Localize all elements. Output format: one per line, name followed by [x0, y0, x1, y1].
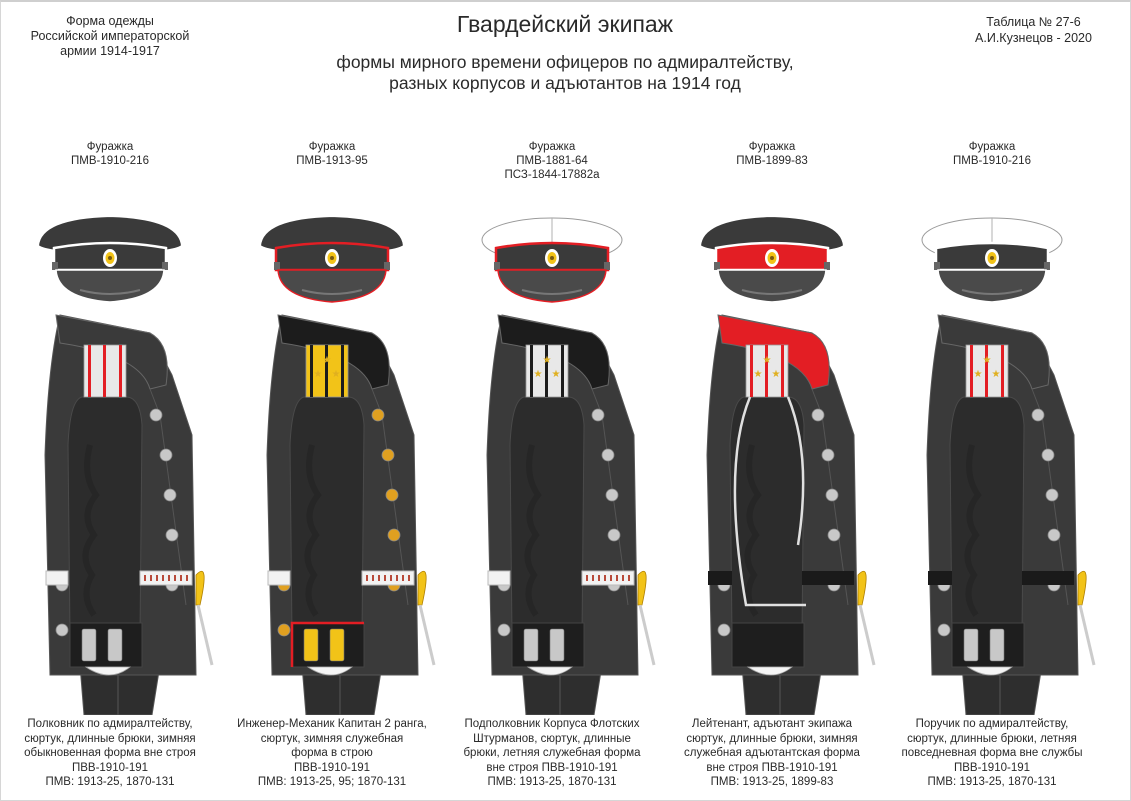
peaked-cap-illustration [698, 214, 846, 303]
caption-line: Подполковник Корпуса Флотских [464, 718, 640, 730]
series-line-2: Российской императорской [30, 29, 190, 43]
cap-label-line: ПМВ-1913-95 [296, 155, 368, 167]
page-title: Гвардейский экипаж [456, 11, 674, 37]
caption-line: брюки, летняя служебная форма [463, 747, 641, 759]
author-credit: А.И.Кузнецов - 2020 [975, 31, 1092, 45]
caption-line: Лейтенант, адъютант экипажа [691, 718, 853, 730]
cap-label: Фуражка ПМВ-1881-64 ПСЗ-1844-17882а [442, 140, 662, 182]
uniform-figure-5: Фуражка ПМВ-1910-216 ★★★ Поручик по адми… [882, 140, 1102, 800]
caption-line: служебная адъютантская форма [684, 747, 860, 759]
caption-line: ПМВ: 1913-25, 95; 1870-131 [257, 776, 407, 788]
cap-label-line: ПСЗ-1844-17882а [504, 169, 600, 181]
caption-line: сюртук, длинные брюки, зимняя [686, 732, 858, 745]
cap-label-line: ПМВ-1910-216 [71, 155, 149, 167]
caption-line: форма в строю [291, 747, 373, 759]
peaked-cap-illustration [258, 214, 406, 303]
caption-line: повседневная форма вне службы [901, 747, 1083, 759]
frock-coat-illustration [44, 314, 214, 715]
series-line-3: армии 1914-1917 [60, 44, 160, 58]
cap-label-line: ПМВ-1899-83 [736, 155, 808, 167]
caption-line: ПМВ: 1913-25, 1870-131 [45, 776, 175, 788]
figure-caption: Лейтенант, адъютант экипажа сюртук, длин… [652, 717, 892, 790]
cap-label: Фуражка ПМВ-1910-216 [882, 140, 1102, 168]
figure-caption: Поручик по адмиралтейству, сюртук, длинн… [872, 717, 1112, 790]
svg-text:★: ★ [983, 355, 992, 366]
cap-label: Фуражка ПМВ-1910-216 [0, 140, 220, 168]
frock-coat-illustration: ★★★ [706, 314, 876, 715]
caption-line: ПМВ: 1913-25, 1899-83 [710, 776, 834, 788]
caption-line: сюртук, длинные брюки, летняя [907, 732, 1077, 745]
cap-label-line: ПМВ-1881-64 [516, 155, 588, 167]
subtitle-line-1: формы мирного времени офицеров по адмира… [336, 52, 794, 72]
uniform-figure-4: Фуражка ПМВ-1899-83 ★★★ Лейтенант, адъют… [662, 140, 882, 800]
svg-text:★: ★ [763, 355, 772, 366]
svg-text:★: ★ [974, 369, 983, 380]
svg-text:★: ★ [534, 369, 543, 380]
table-info: Таблица № 27-6 А.И.Кузнецов - 2020 [946, 14, 1121, 46]
figure-caption: Инженер-Механик Капитан 2 ранга, сюртук,… [212, 717, 452, 790]
page-subtitle: формы мирного времени офицеров по адмира… [270, 52, 860, 94]
svg-text:★: ★ [332, 369, 341, 380]
caption-line: Полковник по адмиралтейству, [27, 718, 193, 730]
uniform-figure-3: Фуражка ПМВ-1881-64 ПСЗ-1844-17882а ★★★ … [442, 140, 662, 800]
peaked-cap-illustration [36, 214, 184, 303]
caption-line: ПВВ-1910-191 [953, 761, 1031, 774]
svg-text:★: ★ [772, 369, 781, 380]
svg-text:★: ★ [314, 369, 323, 380]
table-number: Таблица № 27-6 [986, 15, 1081, 29]
caption-line: сюртук, длинные брюки, зимняя [24, 732, 196, 745]
svg-text:★: ★ [323, 355, 332, 366]
caption-line: Поручик по адмиралтейству, [915, 718, 1069, 730]
frock-coat-illustration: ★★★ [486, 314, 656, 715]
uniform-figure-2: Фуражка ПМВ-1913-95 ★★★ Инженер-Механик … [222, 140, 442, 800]
series-label: Форма одежды Российской императорской ар… [10, 14, 210, 59]
series-line-1: Форма одежды [66, 14, 154, 28]
svg-text:★: ★ [543, 355, 552, 366]
caption-line: сюртук, зимняя служебная [260, 732, 404, 745]
subtitle-line-2: разных корпусов и адъютантов на 1914 год [389, 73, 741, 93]
uniform-figure-1: Фуражка ПМВ-1910-216 Полковник по адмира… [0, 140, 220, 800]
svg-text:★: ★ [992, 369, 1001, 380]
peaked-cap-illustration [481, 217, 623, 303]
caption-line: вне строя ПВВ-1910-191 [486, 761, 618, 774]
frock-coat-illustration: ★★★ [926, 314, 1096, 715]
cap-label-line: Фуражка [86, 141, 134, 153]
caption-line: вне строя ПВВ-1910-191 [706, 761, 838, 774]
caption-line: Инженер-Механик Капитан 2 ранга, [237, 718, 427, 730]
caption-line: Штурманов, сюртук, длинные [473, 732, 631, 745]
cap-label-line: ПМВ-1910-216 [953, 155, 1031, 167]
caption-line: обыкновенная форма вне строя [24, 747, 196, 759]
caption-line: ПВВ-1910-191 [293, 761, 371, 774]
caption-line: ПВВ-1910-191 [71, 761, 149, 774]
caption-line: ПМВ: 1913-25, 1870-131 [927, 776, 1057, 788]
cap-label-line: Фуражка [308, 141, 356, 153]
svg-text:★: ★ [552, 369, 561, 380]
svg-text:★: ★ [754, 369, 763, 380]
cap-label: Фуражка ПМВ-1899-83 [662, 140, 882, 168]
figure-caption: Полковник по адмиралтейству, сюртук, дли… [0, 717, 230, 790]
peaked-cap-illustration [921, 217, 1063, 303]
cap-label-line: Фуражка [528, 141, 576, 153]
cap-label-line: Фуражка [748, 141, 796, 153]
cap-label: Фуражка ПМВ-1913-95 [222, 140, 442, 168]
figure-caption: Подполковник Корпуса Флотских Штурманов,… [432, 717, 672, 790]
caption-line: ПМВ: 1913-25, 1870-131 [487, 776, 617, 788]
cap-label-line: Фуражка [968, 141, 1016, 153]
frock-coat-illustration: ★★★ [266, 314, 436, 715]
